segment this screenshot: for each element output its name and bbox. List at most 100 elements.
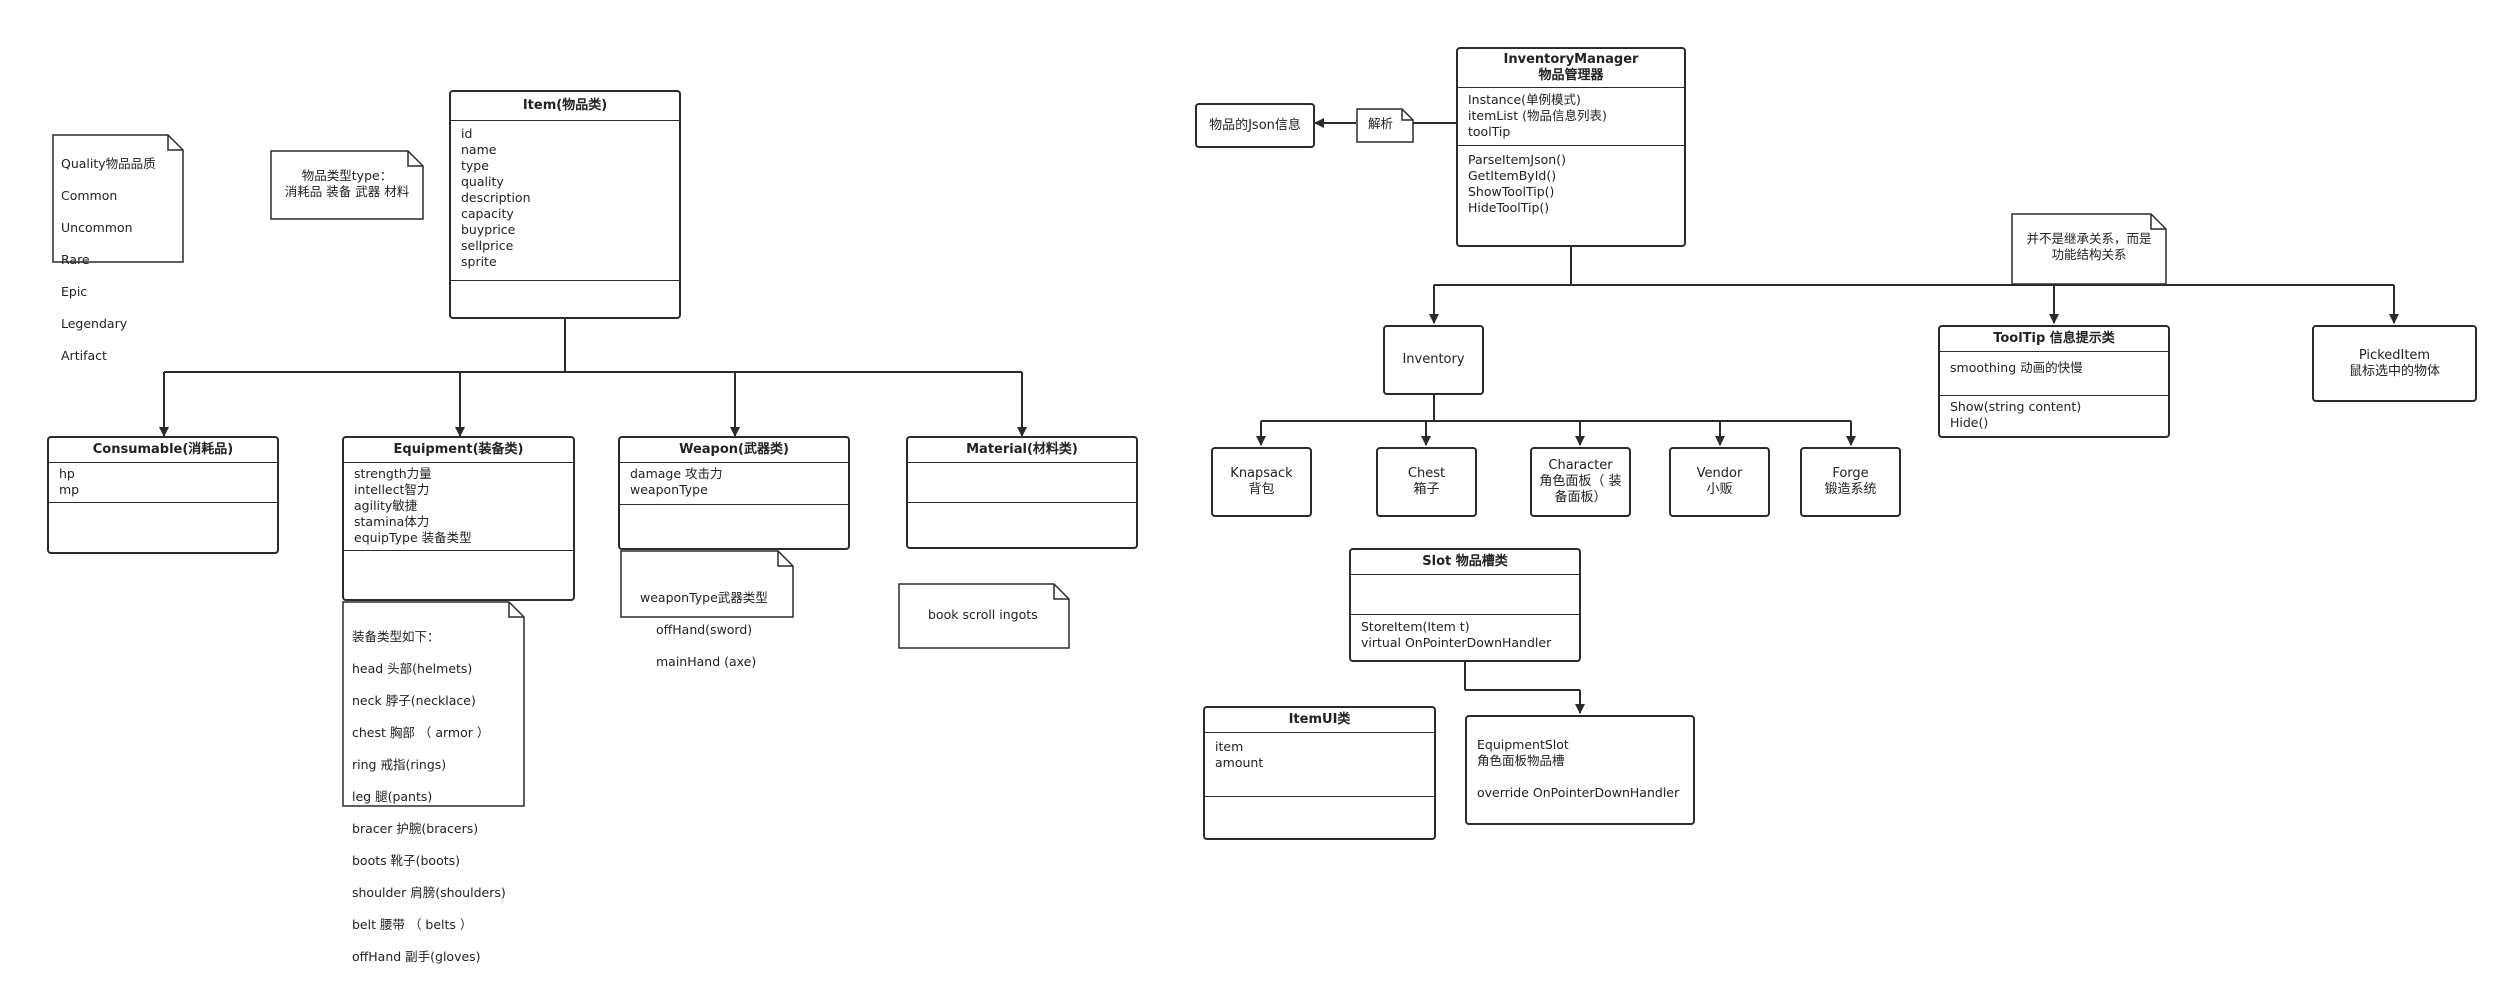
json-info-text: 物品的Json信息 — [1209, 117, 1301, 133]
slot-class-methods: StoreItem(Item t) virtual OnPointerDownH… — [1351, 614, 1579, 660]
item-type-note: 物品类型type： 消耗品 装备 武器 材料 — [270, 150, 424, 220]
weapon-type-line: mainHand (axe) — [656, 654, 757, 669]
attribute: item — [1215, 739, 1244, 754]
material-class-title: Material(材料类) — [966, 442, 1078, 457]
character-box: Character 角色面板（ 装 备面板） — [1530, 447, 1631, 517]
equip-type-note: 装备类型如下： head 头部(helmets) neck 脖子(necklac… — [342, 601, 525, 964]
attribute: damage 攻击力 — [630, 466, 723, 481]
tooltip-class-attributes: smoothing 动画的快慢 — [1940, 351, 2168, 395]
attribute: hp — [59, 466, 75, 481]
attribute: smoothing 动画的快慢 — [1950, 360, 2083, 375]
material-class-attributes — [908, 462, 1136, 502]
attribute: quality — [461, 174, 504, 189]
item-class: Item(物品类) id name type quality descripti… — [449, 90, 681, 319]
equip-type-line: head 头部(helmets) — [352, 661, 473, 676]
inventory-manager-class: InventoryManager 物品管理器 Instance(单例模式) it… — [1456, 47, 1686, 247]
equip-type-line: ring 戒指(rings) — [352, 757, 447, 772]
weapon-type-line: offHand(sword) — [656, 622, 753, 637]
attribute: sprite — [461, 254, 497, 269]
item-ui-class: ItemUI类 item amount — [1203, 706, 1436, 840]
equip-type-line: shoulder 肩膀(shoulders) — [352, 885, 506, 900]
equipment-slot-line: override OnPointerDownHandler — [1477, 785, 1680, 800]
method: HideToolTip() — [1468, 200, 1550, 215]
quality-note: Quality物品品质 Common Uncommon Rare Epic Le… — [52, 134, 184, 363]
attribute: Instance(单例模式) — [1468, 92, 1581, 107]
item-class-methods — [451, 280, 679, 320]
quality-item: Rare — [61, 252, 90, 267]
slot-class: Slot 物品槽类 StoreItem(Item t) virtual OnPo… — [1349, 548, 1581, 662]
equipment-slot-box: EquipmentSlot 角色面板物品槽 override OnPointer… — [1465, 715, 1695, 825]
quality-item: Uncommon — [61, 220, 133, 235]
uml-diagram: Quality物品品质 Common Uncommon Rare Epic Le… — [47, 47, 2477, 964]
attribute: toolTip — [1468, 124, 1511, 139]
method: ShowToolTip() — [1468, 184, 1555, 199]
method: virtual OnPointerDownHandler — [1361, 635, 1552, 650]
slot-class-attributes — [1351, 574, 1579, 614]
equipment-slot-line: EquipmentSlot — [1477, 737, 1569, 752]
equipment-class-methods — [344, 550, 573, 600]
weapon-type-note: weaponType武器类型 offHand(sword) mainHand (… — [620, 550, 794, 669]
equip-type-line: neck 脖子(necklace) — [352, 693, 476, 708]
connector-lines — [159, 118, 2399, 714]
quality-item: Legendary — [61, 316, 128, 331]
consumable-class-methods — [49, 502, 277, 552]
method: StoreItem(Item t) — [1361, 619, 1470, 634]
equip-type-line: belt 腰带 （ belts ） — [352, 917, 473, 932]
item-class-title: Item(物品类) — [522, 98, 608, 113]
weapon-class-attributes: damage 攻击力 weaponType — [620, 462, 848, 504]
equip-type-line: 装备类型如下： — [352, 629, 440, 644]
inventory-box: Inventory — [1383, 325, 1484, 395]
inventory-manager-methods: ParseItemJson() GetItemById() ShowToolTi… — [1458, 145, 1684, 221]
item-type-note-text: 物品类型type： 消耗品 装备 武器 材料 — [284, 168, 410, 199]
attribute: amount — [1215, 755, 1264, 770]
slot-class-title: Slot 物品槽类 — [1422, 554, 1508, 569]
quality-note-title: Quality物品品质 — [61, 156, 156, 171]
attribute: strength力量 — [354, 466, 432, 481]
vendor-text: Vendor 小贩 — [1696, 466, 1743, 497]
attribute: type — [461, 158, 489, 173]
relation-note: 并不是继承关系，而是 功能结构关系 — [2011, 213, 2167, 285]
attribute: stamina体力 — [354, 514, 430, 529]
attribute: mp — [59, 482, 80, 497]
relation-note-text: 并不是继承关系，而是 功能结构关系 — [2026, 231, 2152, 262]
item-ui-class-attributes: item amount — [1205, 732, 1434, 796]
material-class-methods — [908, 502, 1136, 548]
material-note-text: book scroll ingots — [928, 607, 1038, 622]
tooltip-class-title: ToolTip 信息提示类 — [1993, 331, 2115, 346]
weapon-class-title: Weapon(武器类) — [679, 442, 789, 457]
chest-box: Chest 箱子 — [1376, 447, 1477, 517]
attribute: id — [461, 126, 473, 141]
equipment-class-title: Equipment(装备类) — [393, 442, 524, 457]
tooltip-class: ToolTip 信息提示类 smoothing 动画的快慢 Show(strin… — [1938, 325, 2170, 438]
tooltip-class-methods: Show(string content) Hide() — [1940, 395, 2168, 437]
knapsack-text: Knapsack 背包 — [1230, 466, 1293, 497]
knapsack-box: Knapsack 背包 — [1211, 447, 1312, 517]
equipment-class-attributes: strength力量 intellect智力 agility敏捷 stamina… — [344, 462, 573, 550]
weapon-class-methods — [620, 504, 848, 548]
forge-text: Forge 锻造系统 — [1824, 466, 1877, 497]
consumable-class-attributes: hp mp — [49, 462, 277, 502]
inventory-manager-title: InventoryManager 物品管理器 — [1503, 52, 1639, 83]
equipment-class: Equipment(装备类) strength力量 intellect智力 ag… — [342, 436, 575, 601]
equip-type-line: offHand 副手(gloves) — [352, 949, 481, 964]
picked-item-text: PickedItem 鼠标选中的物体 — [2348, 347, 2440, 379]
equipment-slot-line: 角色面板物品槽 — [1477, 753, 1565, 768]
consumable-class-title: Consumable(消耗品) — [92, 442, 234, 457]
equip-type-line: chest 胸部 （ armor ） — [352, 725, 490, 740]
weapon-type-line: weaponType武器类型 — [640, 590, 768, 605]
attribute: buyprice — [461, 222, 516, 237]
quality-item: Epic — [61, 284, 88, 299]
quality-item: Artifact — [61, 348, 107, 363]
method: ParseItemJson() — [1468, 152, 1566, 167]
attribute: itemList (物品信息列表) — [1468, 108, 1607, 123]
equipment-slot-line — [1477, 769, 1683, 785]
item-ui-class-title: ItemUI类 — [1288, 712, 1351, 727]
attribute: equipType 装备类型 — [354, 530, 472, 545]
equip-type-line: leg 腿(pants) — [352, 789, 433, 804]
json-info-box: 物品的Json信息 — [1195, 103, 1315, 148]
consumable-class: Consumable(消耗品) hp mp — [47, 436, 279, 554]
attribute: intellect智力 — [354, 482, 430, 497]
method: GetItemById() — [1468, 168, 1557, 183]
method: Hide() — [1950, 415, 1989, 430]
item-ui-class-methods — [1205, 796, 1434, 842]
